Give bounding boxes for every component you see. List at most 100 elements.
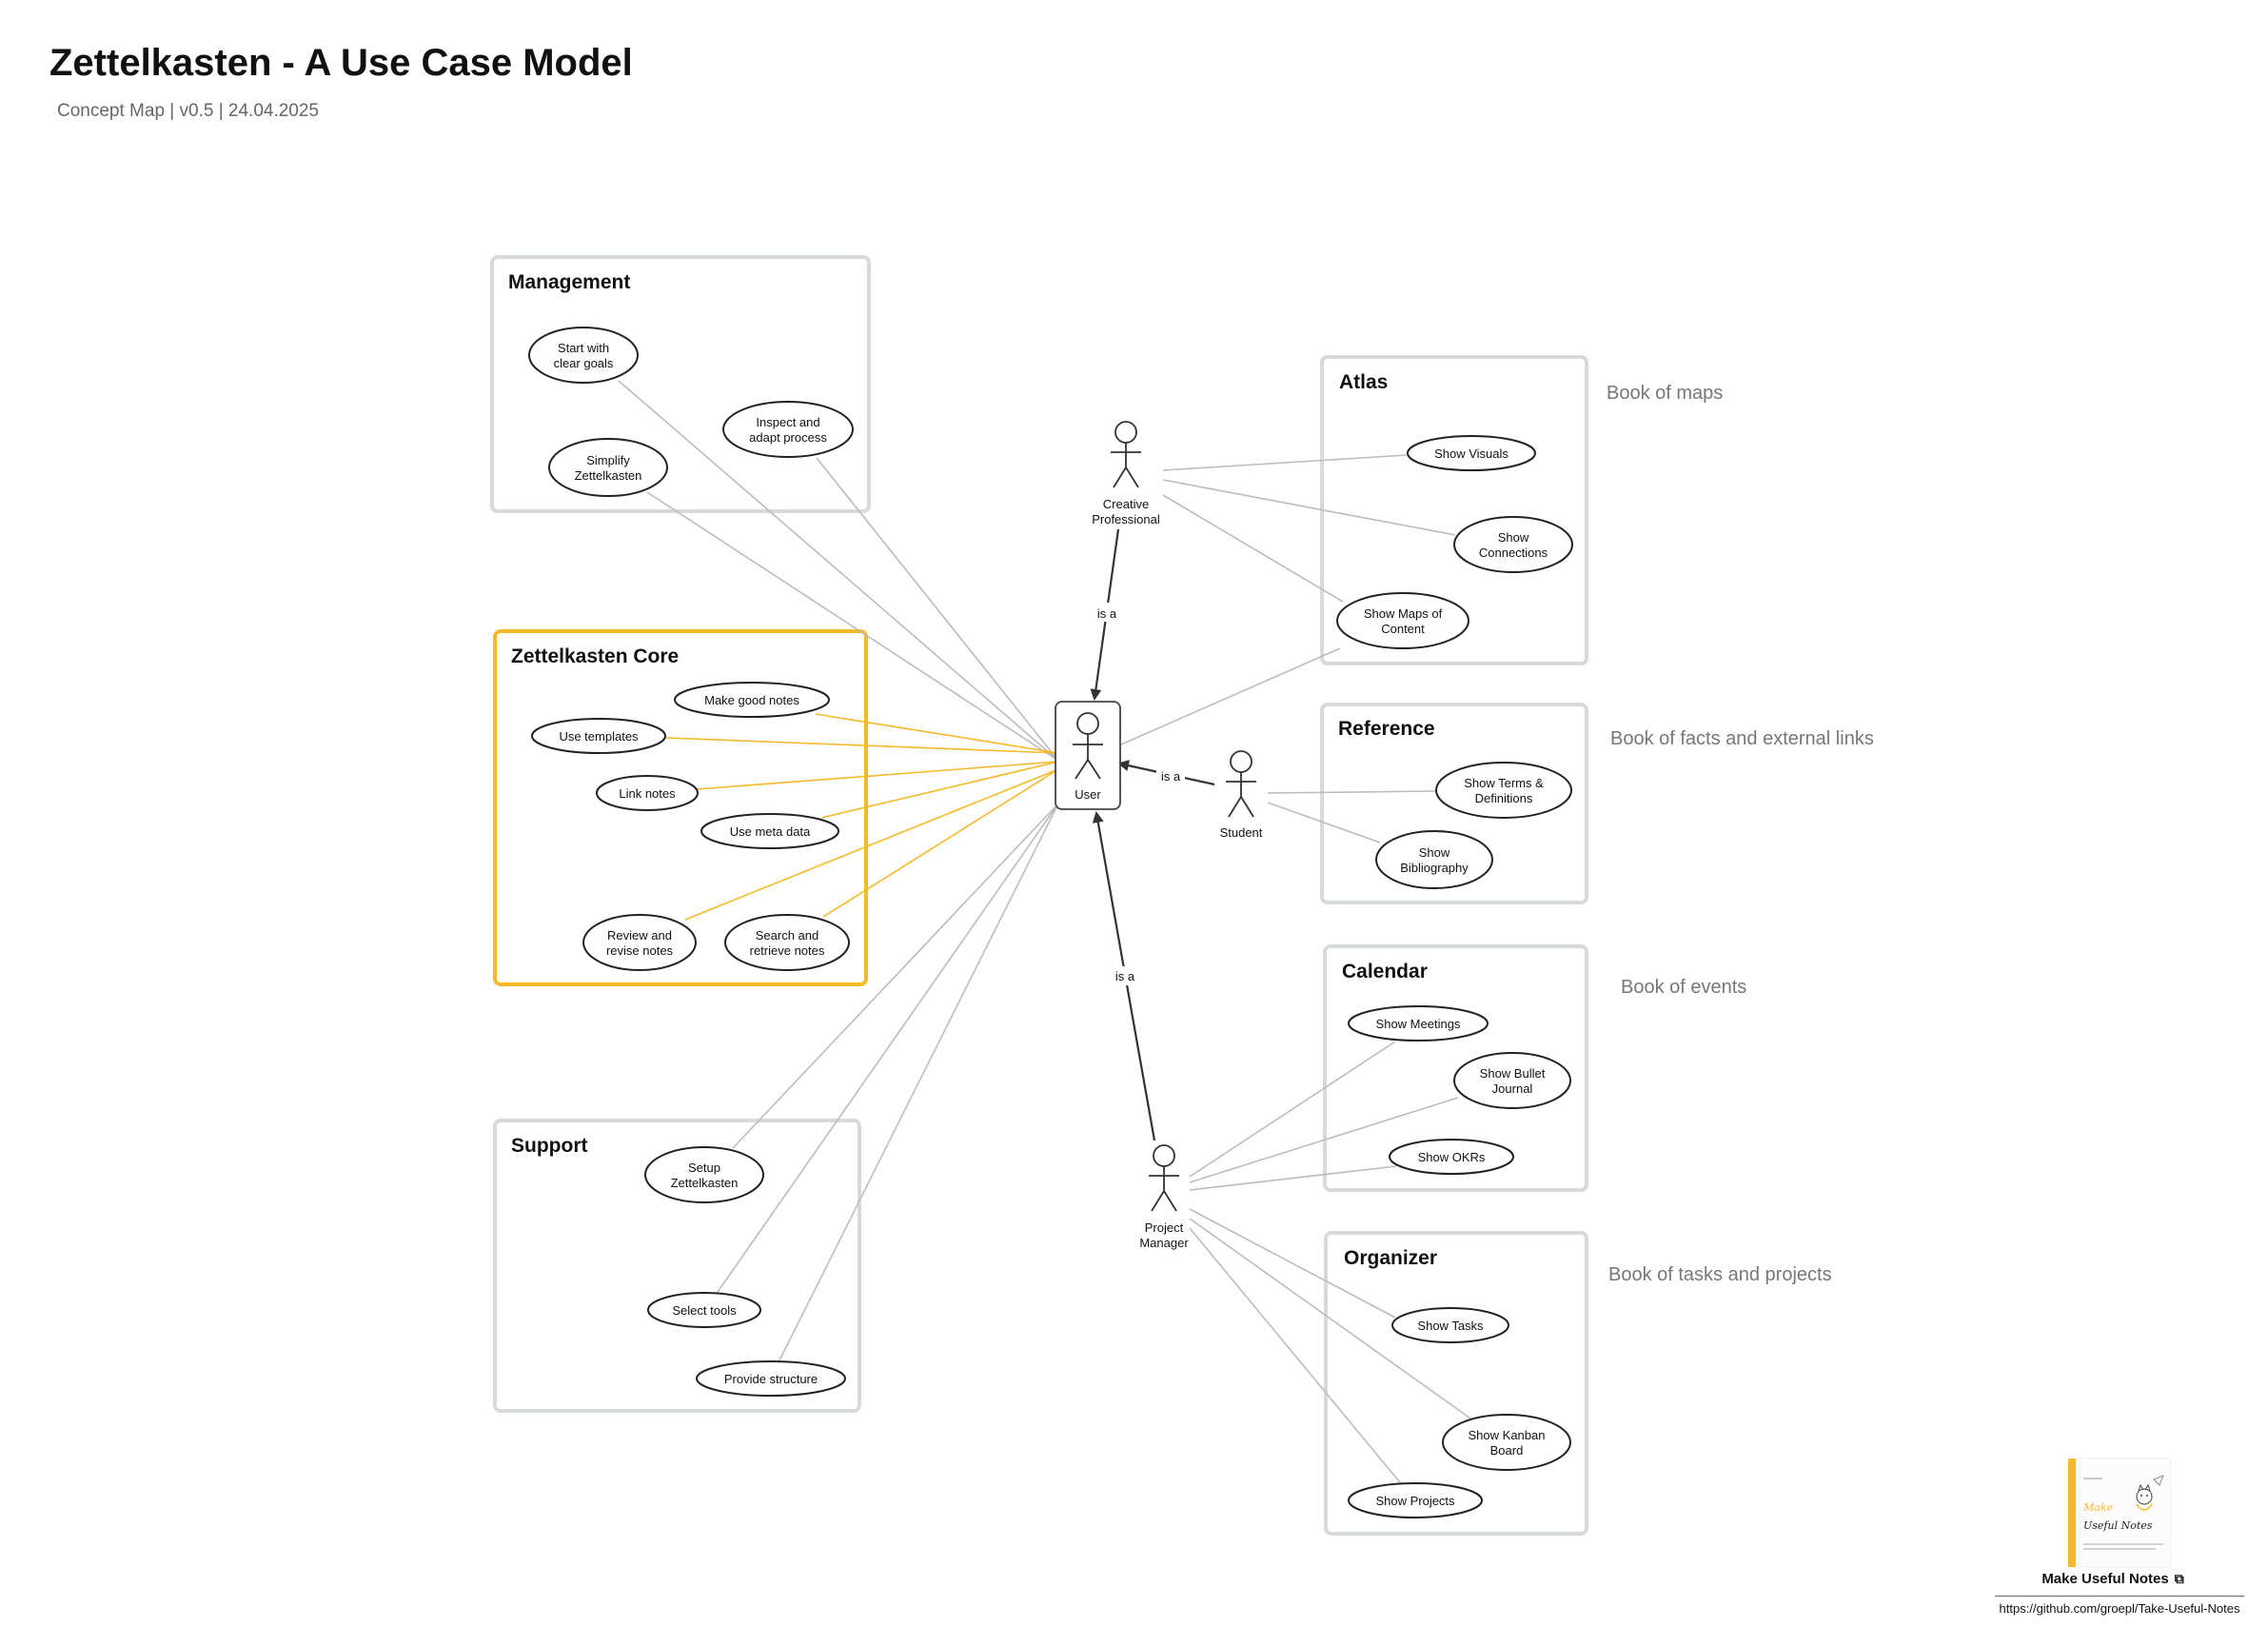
package-title-support: Support — [511, 1135, 587, 1157]
assoc-pm-projects — [1189, 1227, 1405, 1488]
actor-label-user: User — [1075, 787, 1101, 802]
package-title-calendar: Calendar — [1342, 961, 1428, 982]
assoc-student-terms — [1267, 790, 1437, 794]
assoc-creative-maps — [1162, 494, 1344, 603]
core-associations — [665, 713, 1059, 921]
logo-title-notes: Useful Notes — [2083, 1519, 2153, 1532]
assoc-pm-meetings — [1189, 1041, 1396, 1178]
assoc-user-meta-data — [820, 761, 1059, 819]
assoc-user-good-notes — [815, 713, 1059, 754]
assoc-user-inspect — [816, 457, 1059, 762]
actor-student[interactable]: Student — [1220, 750, 1263, 840]
assoc-user-simplify — [646, 491, 1059, 762]
svg-text:Show Visuals: Show Visuals — [1434, 446, 1509, 461]
edge-label-creative: is a — [1097, 606, 1117, 621]
page-title: Zettelkasten - A Use Case Model — [49, 42, 633, 84]
actor-user[interactable]: User — [1055, 701, 1121, 810]
package-title-atlas: Atlas — [1339, 371, 1388, 393]
use-case-link-notes[interactable]: Link notes — [596, 775, 699, 811]
use-case-visuals[interactable]: Show Visuals — [1407, 435, 1536, 471]
logo-url[interactable]: https://github.com/groepl/Take-Useful-No… — [1995, 1596, 2244, 1616]
edge-label-pm: is a — [1115, 969, 1135, 983]
assoc-user-setup — [732, 803, 1059, 1149]
logo-caption[interactable]: Make Useful Notes⧉ — [2041, 1571, 2184, 1587]
svg-text:Link notes: Link notes — [619, 786, 676, 801]
assoc-user-maps — [1120, 647, 1341, 745]
package-management: Management — [490, 255, 871, 513]
assoc-user-start-goals — [618, 380, 1059, 762]
page-subtitle: Concept Map | v0.5 | 24.04.2025 — [57, 101, 319, 121]
logo-cat-illustration-icon — [2136, 1475, 2164, 1511]
use-case-meta-data[interactable]: Use meta data — [700, 813, 839, 849]
assoc-user-tools — [715, 803, 1059, 1296]
associations — [618, 380, 1474, 1488]
use-case-okrs[interactable]: Show OKRs — [1389, 1139, 1514, 1175]
svg-text:Select tools: Select tools — [672, 1303, 737, 1318]
svg-text:Provide structure: Provide structure — [724, 1372, 818, 1386]
logo-spine — [2068, 1458, 2076, 1567]
assoc-pm-tasks — [1189, 1208, 1396, 1319]
use-case-tools[interactable]: Select tools — [647, 1292, 761, 1328]
package-title-reference: Reference — [1338, 718, 1435, 740]
use-case-terms[interactable]: Show Terms &Definitions — [1435, 762, 1572, 819]
book-label-atlas: Book of maps — [1607, 383, 1723, 404]
edge-label-student: is a — [1161, 769, 1181, 784]
actor-label-student: Student — [1220, 825, 1263, 840]
package-title-core: Zettelkasten Core — [511, 645, 679, 667]
external-link-icon: ⧉ — [2174, 1571, 2184, 1586]
use-case-meetings[interactable]: Show Meetings — [1348, 1005, 1489, 1042]
book-label-organizer: Book of tasks and projects — [1608, 1264, 1832, 1285]
make-useful-notes-logo[interactable]: Make Useful Notes — [2061, 1457, 2175, 1569]
use-case-templates[interactable]: Use templates — [531, 718, 666, 754]
svg-text:Show Projects: Show Projects — [1375, 1494, 1455, 1508]
svg-text:Use templates: Use templates — [559, 729, 639, 744]
assoc-pm-okrs — [1189, 1165, 1397, 1191]
logo-title-make: Make — [2082, 1501, 2113, 1514]
assoc-pm-kanban — [1189, 1218, 1474, 1421]
svg-text:Use meta data: Use meta data — [730, 824, 811, 839]
package-atlas: Atlas — [1320, 355, 1588, 665]
use-case-good-notes[interactable]: Make good notes — [674, 682, 830, 718]
svg-text:Show Tasks: Show Tasks — [1417, 1319, 1484, 1333]
assoc-user-structure — [778, 803, 1059, 1363]
use-case-structure[interactable]: Provide structure — [696, 1360, 846, 1397]
package-title-organizer: Organizer — [1344, 1247, 1437, 1269]
use-case-tasks[interactable]: Show Tasks — [1391, 1307, 1509, 1343]
generalizations: is a is a is a — [1090, 528, 1215, 1141]
svg-text:Make good notes: Make good notes — [704, 693, 799, 707]
assoc-user-link-notes — [696, 761, 1059, 790]
book-label-calendar: Book of events — [1621, 977, 1746, 998]
assoc-creative-connections — [1162, 479, 1456, 536]
use-case-projects[interactable]: Show Projects — [1348, 1482, 1483, 1518]
assoc-student-bibliography — [1267, 802, 1381, 843]
assoc-pm-bullet — [1189, 1097, 1459, 1183]
book-label-reference: Book of facts and external links — [1610, 728, 1874, 749]
svg-text:Show OKRs: Show OKRs — [1418, 1150, 1486, 1164]
assoc-user-review — [684, 768, 1059, 921]
